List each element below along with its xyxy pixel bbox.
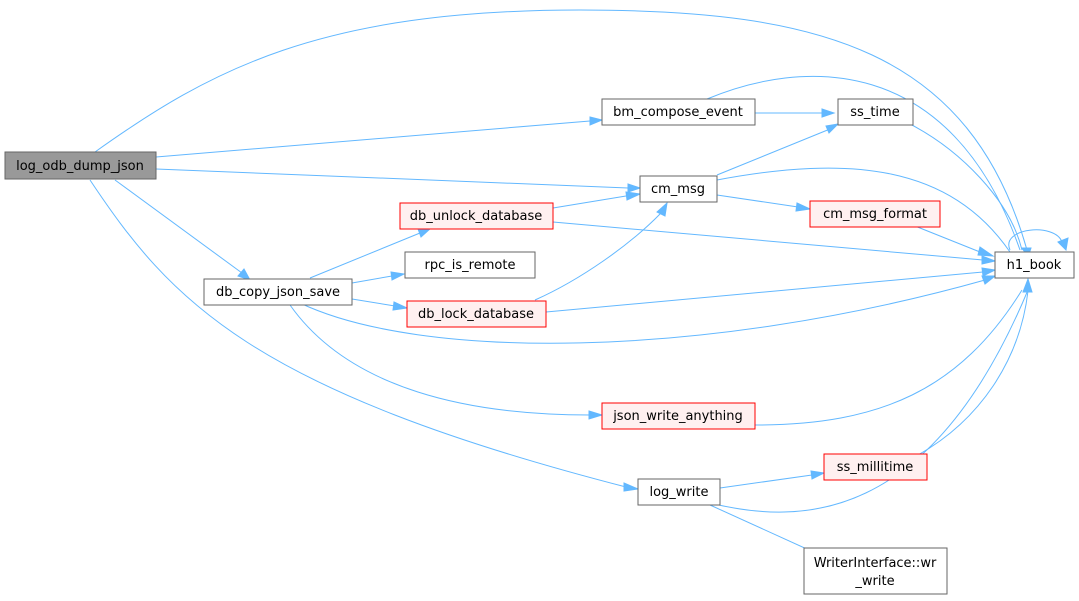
edge-millitime-to-h1-book xyxy=(917,290,1029,456)
arrowhead-h1-book-from-lock xyxy=(981,267,997,277)
node-label: bm_compose_event xyxy=(613,105,743,120)
edge-log-write-to-millitime xyxy=(719,474,813,489)
arrowhead-bm-compose xyxy=(589,116,604,126)
node-label: db_copy_json_save xyxy=(216,285,340,300)
edge-db-copy-to-db-lock xyxy=(351,298,396,307)
arrowhead-log-write xyxy=(623,482,640,492)
edge-db-lock-to-h1-book xyxy=(545,271,984,313)
arrowhead-h1-book-self xyxy=(1057,237,1069,252)
node-db-unlock-database[interactable]: db_unlock_database xyxy=(399,202,554,230)
node-label-line1: WriterInterface::wr xyxy=(814,556,937,571)
edge-db-lock-to-cm-msg xyxy=(534,212,662,301)
edge-format-to-h1-book xyxy=(914,225,981,253)
node-ss-time[interactable]: ss_time xyxy=(837,98,914,126)
edge-db-unlock-to-cm-msg xyxy=(552,195,627,209)
node-writer-interface-wr-write[interactable]: WriterInterface::wr _write xyxy=(803,547,948,595)
arrowhead-ss-time-from-bm xyxy=(821,108,836,118)
node-json-write-anything[interactable]: json_write_anything xyxy=(601,402,756,430)
node-h1-book[interactable]: h1_book xyxy=(994,251,1075,279)
edge-log-write-to-h1-book xyxy=(709,289,1029,513)
arrowhead-ss-time-from-cm xyxy=(825,123,840,134)
node-db-copy-json-save[interactable]: db_copy_json_save xyxy=(203,278,353,306)
node-label: log_write xyxy=(649,485,708,500)
edges xyxy=(89,9,1063,556)
edge-log-odb-to-h1-book xyxy=(94,9,1028,251)
arrowhead-json-write xyxy=(588,410,604,420)
node-rpc-is-remote[interactable]: rpc_is_remote xyxy=(404,251,536,279)
node-log-write[interactable]: log_write xyxy=(637,478,721,506)
edge-log-odb-to-cm-msg xyxy=(155,168,629,189)
node-label: db_lock_database xyxy=(418,307,534,322)
edge-db-unlock-to-h1-book xyxy=(552,221,984,261)
edge-cm-msg-to-format xyxy=(716,194,799,208)
edge-db-copy-to-db-unlock xyxy=(309,232,421,279)
edge-json-write-to-h1-book xyxy=(754,289,1023,426)
node-label: rpc_is_remote xyxy=(425,258,516,273)
edge-ss-time-to-h1-book xyxy=(909,123,1023,251)
edge-cm-msg-to-ss-time xyxy=(716,128,831,176)
edge-log-write-to-writer xyxy=(709,504,821,556)
node-cm-msg-format[interactable]: cm_msg_format xyxy=(809,200,941,228)
node-ss-millitime[interactable]: ss_millitime xyxy=(823,453,928,481)
arrowhead-h1-book-from-format xyxy=(977,246,995,257)
arrowhead-h1-book-from-unlock xyxy=(981,255,997,265)
node-label: cm_msg_format xyxy=(823,207,927,222)
edge-cm-msg-to-h1-book xyxy=(716,167,1011,253)
arrowhead-rpc xyxy=(390,271,406,281)
edge-log-odb-to-bm-compose xyxy=(155,120,591,158)
edge-db-copy-to-rpc xyxy=(351,275,393,284)
node-label: json_write_anything xyxy=(612,409,743,424)
edge-db-copy-to-h1-book xyxy=(299,279,986,344)
edge-bm-compose-to-h1-book xyxy=(706,75,1021,251)
node-label: h1_book xyxy=(1007,258,1062,273)
edge-log-odb-to-db-copy xyxy=(114,179,243,274)
arrowhead-cm-msg-format xyxy=(795,202,812,212)
arrowhead-millitime xyxy=(810,470,826,480)
arrowhead-cm-msg-from-log-odb xyxy=(627,183,642,193)
arrowhead-h1-book-bottom xyxy=(1022,277,1033,293)
arrowhead-cm-msg-from-lock xyxy=(656,201,668,217)
arrowheads xyxy=(237,108,1069,561)
arrowhead-cm-msg-from-unlock xyxy=(625,191,642,201)
edge-log-odb-to-log-write xyxy=(89,179,627,488)
edge-h1-book-self-loop xyxy=(1008,229,1063,251)
node-label: ss_millitime xyxy=(837,460,914,475)
node-log-odb-dump-json[interactable]: log_odb_dump_json xyxy=(4,151,157,180)
edge-db-copy-to-json-write xyxy=(289,304,591,416)
arrowhead-h1-book-from-copy xyxy=(981,275,997,285)
arrowhead-db-copy xyxy=(237,268,252,281)
node-bm-compose-event[interactable]: bm_compose_event xyxy=(601,98,756,126)
arrowhead-db-lock xyxy=(392,301,409,311)
node-db-lock-database[interactable]: db_lock_database xyxy=(406,300,547,328)
node-label: cm_msg xyxy=(651,182,705,197)
node-label: log_odb_dump_json xyxy=(16,159,144,174)
node-label: ss_time xyxy=(850,105,899,120)
node-label-line2: _write xyxy=(854,574,894,589)
node-label: db_unlock_database xyxy=(410,209,543,224)
node-cm-msg[interactable]: cm_msg xyxy=(639,175,718,203)
